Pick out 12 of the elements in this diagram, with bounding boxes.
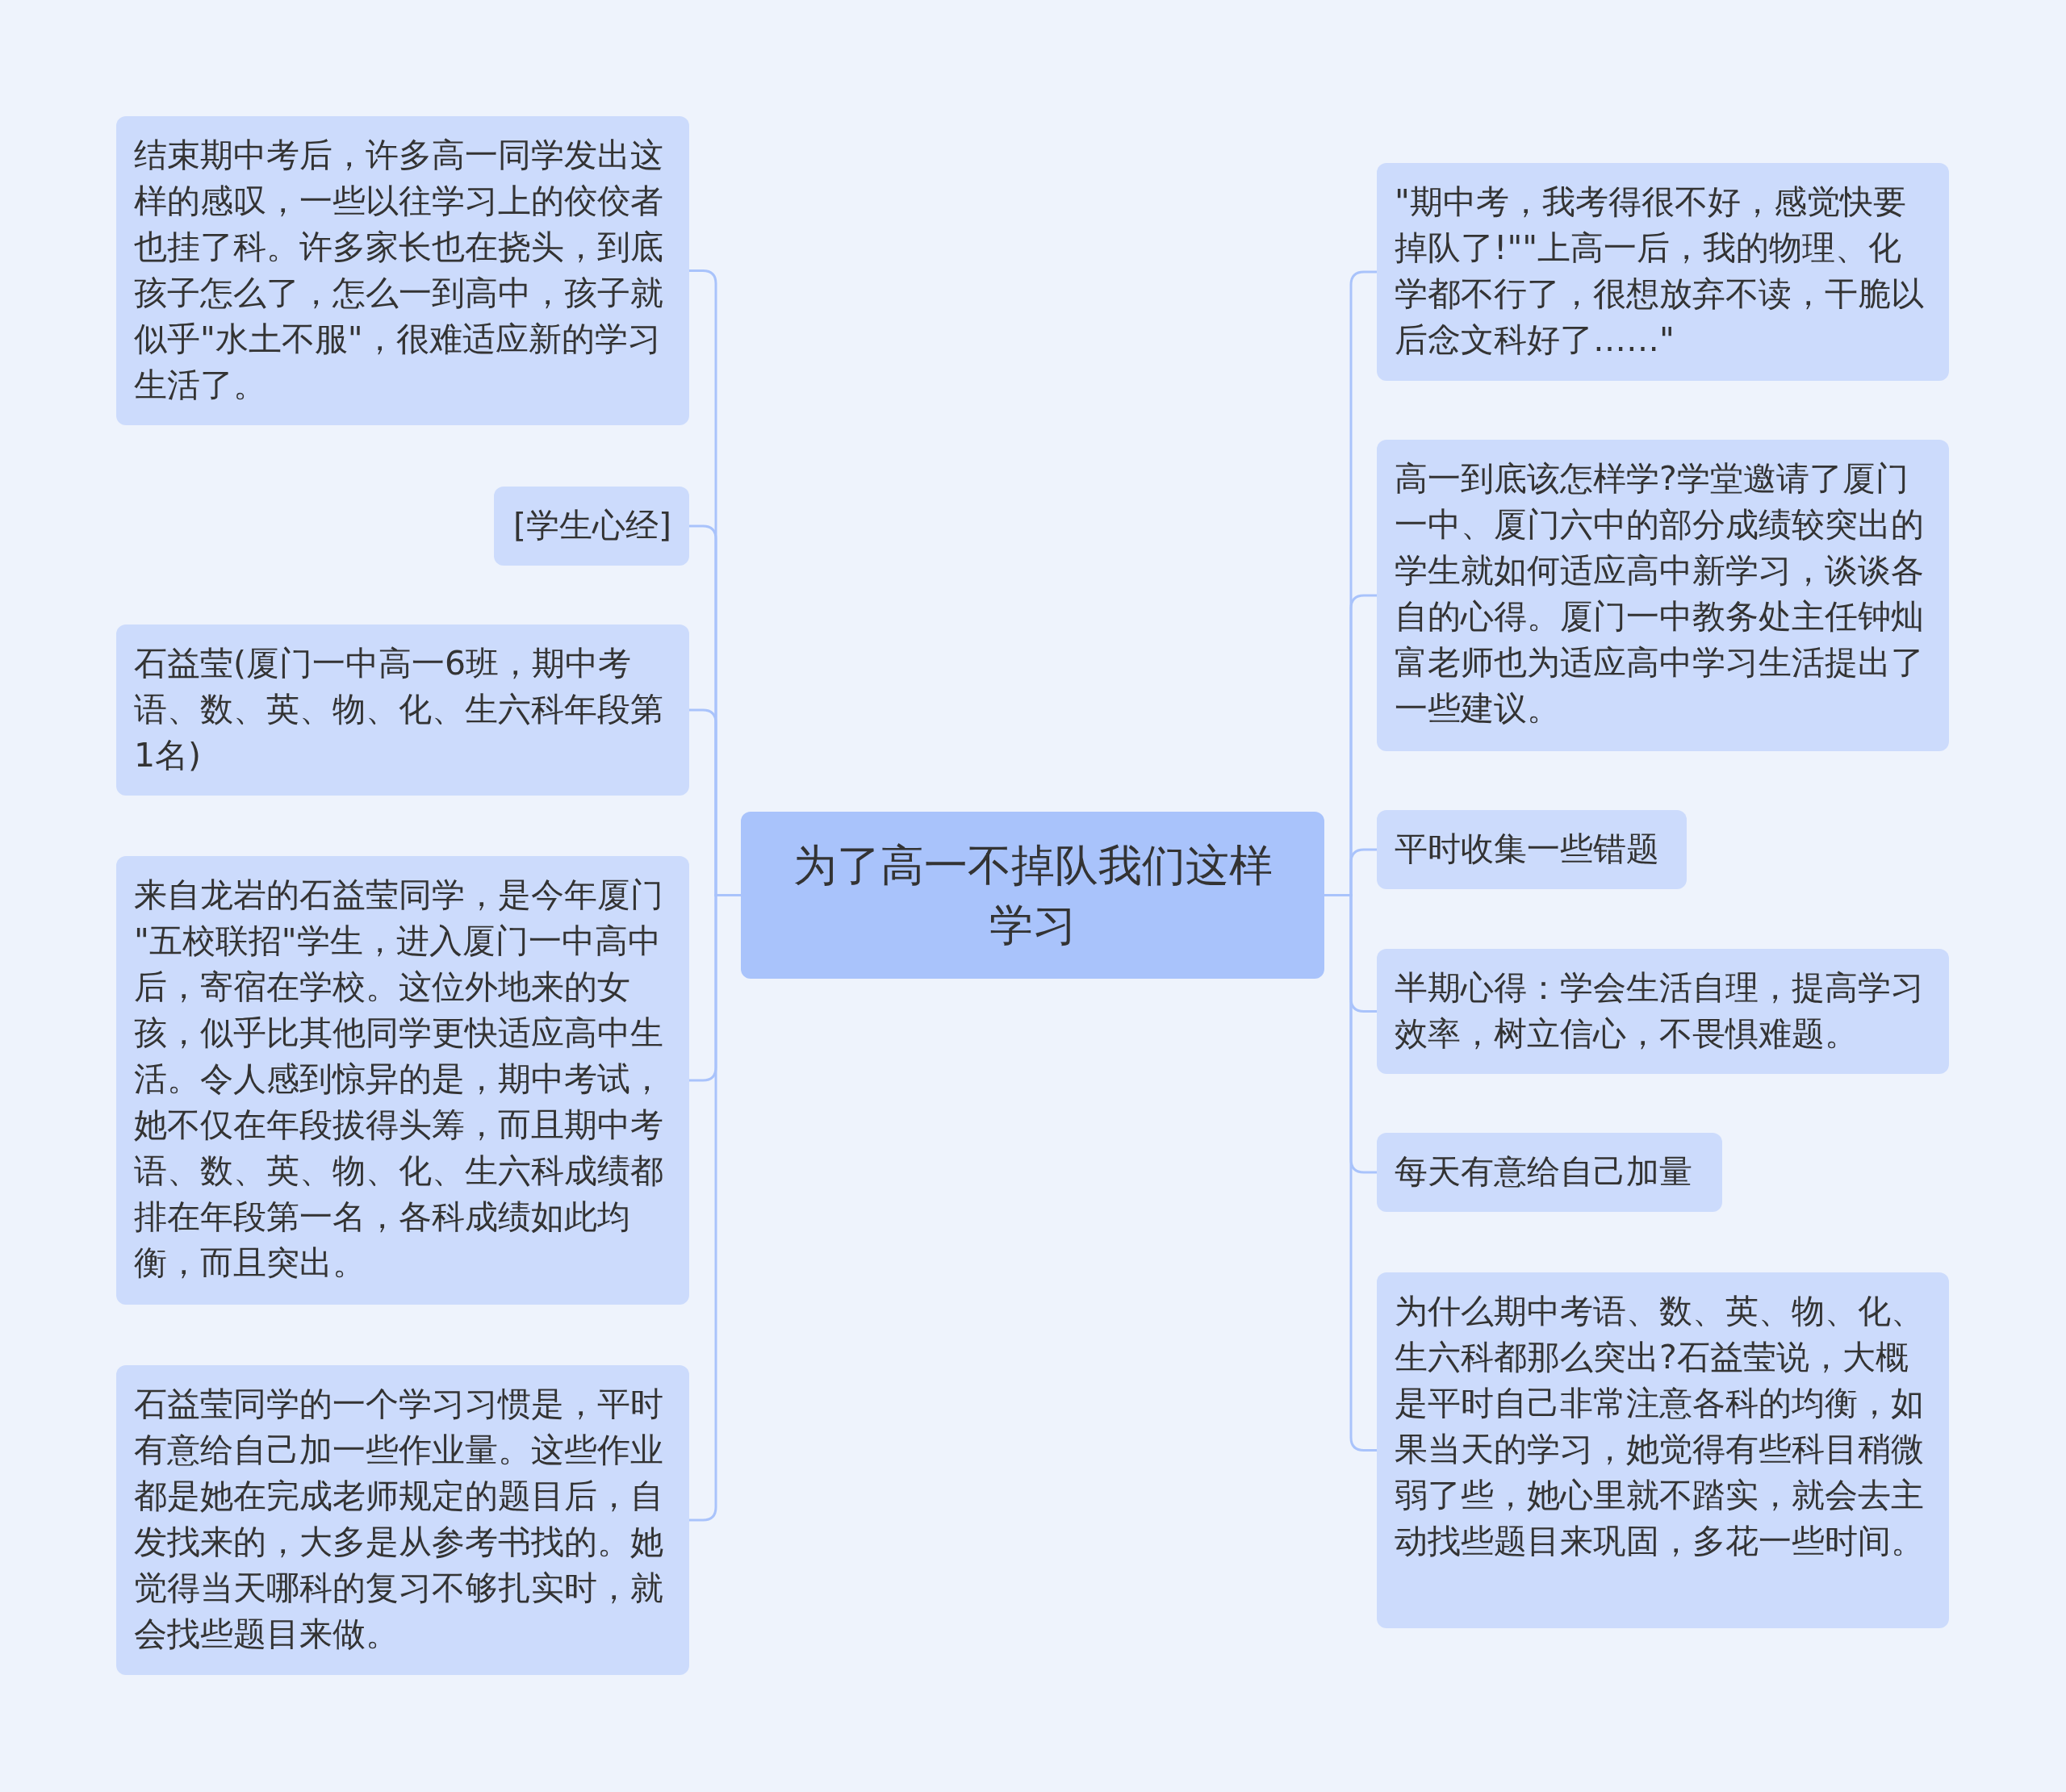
branch-box: 平时收集一些错题 (1377, 810, 1687, 889)
branch-box: 高一到底该怎样学?学堂邀请了厦门一中、厦门六中的部分成绩较突出的学生就如何适应高中新学习，谈谈各自的心得。厦门一中教务处主任钟灿富老师也为适应高中学习生活提出了一些建议。 (1377, 440, 1949, 751)
topic-box: 为了高一不掉队我们这样学习 (741, 812, 1324, 979)
branch-box: [学生心经] (494, 487, 689, 566)
branch-box: 为什么期中考语、数、英、物、化、生六科都那么突出?石益莹说，大概是平时自己非常注意各科的均衡，如果当天的学习，她觉得有些科目稍微弱了些，她心里就不踏实，就会去主动找些题目来巩固，多花一些时间。 (1377, 1272, 1949, 1628)
branch-box: 每天有意给自己加量 (1377, 1133, 1722, 1212)
branch-box: "期中考，我考得很不好，感觉快要掉队了!""上高一后，我的物理、化学都不行了，很想放弃不读，干脆以后念文科好了……" (1377, 163, 1949, 381)
branch-box: 石益莹(厦门一中高一6班，期中考语、数、英、物、化、生六科年段第1名) (116, 624, 689, 796)
branch-box: 来自龙岩的石益莹同学，是今年厦门 "五校联招"学生，进入厦门一中高中后，寄宿在学校。这位外地来的女孩，似乎比其他同学更快适应高中生活。令人感到惊异的是，期中考试，她不仅在年段拔得头筹，而且期中考语、数、英、物、化、生六科成绩都排在年段第一名，各科成绩如此均衡，而且突出。 (116, 856, 689, 1305)
branch-box: 石益莹同学的一个学习习惯是，平时有意给自己加一些作业量。这些作业都是她在完成老师规定的题目后，自发找来的，大多是从参考书找的。她觉得当天哪科的复习不够扎实时，就会找些题目来做。 (116, 1365, 689, 1675)
branch-box: 结束期中考后，许多高一同学发出这样的感叹，一些以往学习上的佼佼者也挂了科。许多家长也在挠头，到底孩子怎么了，怎么一到高中，孩子就似乎"水土不服"，很难适应新的学习生活了。 (116, 116, 689, 425)
branch-box: 半期心得：学会生活自理，提高学习效率，树立信心，不畏惧难题。 (1377, 949, 1949, 1074)
